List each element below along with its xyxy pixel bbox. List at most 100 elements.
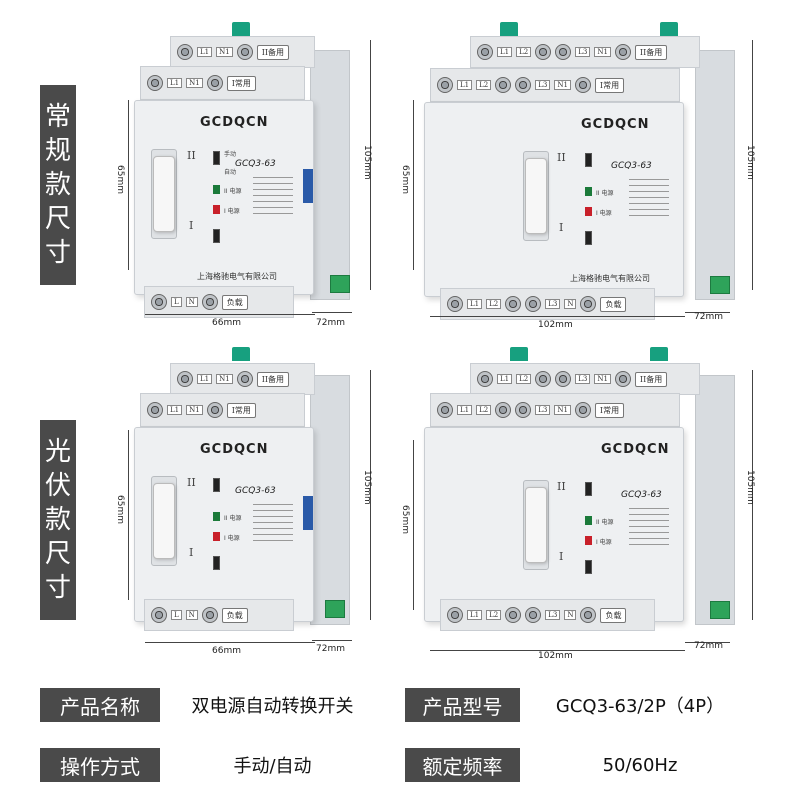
operation-mode-label: 操作方式 xyxy=(40,748,160,782)
source-one-indicator xyxy=(585,536,592,545)
screw-icon xyxy=(147,75,163,91)
common-label: I常用 xyxy=(226,402,256,418)
operating-handle[interactable] xyxy=(153,156,175,232)
terminal-tag: L1 xyxy=(457,80,473,90)
side-char: 光 xyxy=(44,437,71,467)
screw-icon xyxy=(495,402,512,418)
terminal-tag: L1 xyxy=(497,47,513,57)
load-terminal-strip: L N 负载 xyxy=(144,286,294,318)
product-name-label: 产品名称 xyxy=(40,688,160,722)
din-clip xyxy=(660,22,678,36)
screw-icon xyxy=(614,371,631,387)
brand-logo: GCDQCN xyxy=(200,115,269,130)
terminal-tag: L2 xyxy=(516,47,532,57)
depth-dimension: 72mm xyxy=(694,312,723,322)
source-one-indicator xyxy=(585,207,592,216)
terminal-tag: L2 xyxy=(516,374,532,384)
terminal-tag: L3 xyxy=(575,374,591,384)
operating-handle[interactable] xyxy=(153,483,175,559)
info-row-frequency: 额定频率 50/60Hz xyxy=(405,748,760,782)
load-label: 负载 xyxy=(221,294,248,310)
terminal-tag: L3 xyxy=(545,299,561,309)
common-terminal-strip: L1 N1 I常用 xyxy=(140,393,305,427)
terminal-tag: N xyxy=(564,610,577,620)
side-char: 尺 xyxy=(44,539,71,569)
source-one-text: I 电源 xyxy=(224,535,240,542)
din-clip xyxy=(232,347,250,361)
rating-tag xyxy=(303,169,313,203)
handle-height-dimension: 65mm xyxy=(115,165,125,194)
position-two-mark: II xyxy=(187,476,196,489)
dimension-line xyxy=(685,312,730,313)
dimension-line xyxy=(752,40,753,290)
terminal-tag: N1 xyxy=(554,405,571,415)
width-dimension: 66mm xyxy=(212,318,241,328)
load-label: 负载 xyxy=(600,296,627,312)
din-clip xyxy=(650,347,668,361)
dimension-line xyxy=(752,370,753,620)
handle-height-dimension: 65mm xyxy=(400,165,410,194)
company-name: 上海格驰电气有限公司 xyxy=(197,272,277,281)
terminal-tag: N1 xyxy=(186,405,203,415)
company-name: 上海格驰电气有限公司 xyxy=(570,274,650,283)
product-2p-solar: L1 N1 II备用 L1 N1 I常用 GCDQCN II I GCQ3-63… xyxy=(120,345,380,665)
side-depth xyxy=(310,50,350,300)
screw-icon xyxy=(555,371,572,387)
screw-icon xyxy=(206,402,223,418)
operating-handle[interactable] xyxy=(525,487,547,563)
screw-icon xyxy=(515,77,532,93)
rated-frequency-label: 额定频率 xyxy=(405,748,520,782)
screw-icon xyxy=(236,371,253,387)
screw-icon xyxy=(206,75,223,91)
side-depth xyxy=(310,375,350,625)
spec-lines xyxy=(253,177,293,219)
manual-indicator xyxy=(213,478,220,492)
source-one-text: I 电源 xyxy=(596,210,612,217)
source-one-text: I 电源 xyxy=(596,539,612,546)
brand-logo: GCDQCN xyxy=(200,442,269,457)
dimension-line xyxy=(430,650,685,651)
switch-body: GCDQCN II I GCQ3-63 II 电源 I 电源 手动 自动 上海格… xyxy=(134,100,314,295)
manual-indicator xyxy=(213,151,220,165)
terminal-tag: L1 xyxy=(197,374,213,384)
common-terminal-strip: L1 L2 L3 N1 I常用 xyxy=(430,68,680,102)
screw-icon xyxy=(201,294,218,310)
aux-terminal-block xyxy=(325,600,345,618)
din-clip xyxy=(500,22,518,36)
terminal-tag: L1 xyxy=(467,299,483,309)
source-two-indicator xyxy=(585,187,592,196)
product-name-value: 双电源自动转换开关 xyxy=(191,696,354,717)
screw-icon xyxy=(151,607,167,623)
side-char: 常 xyxy=(44,102,71,132)
switch-body: GCDQCN II I GCQ3-63 II 电源 I 电源 上海格驰电气有限公… xyxy=(424,102,684,297)
screw-icon xyxy=(177,44,193,60)
screw-icon xyxy=(147,402,163,418)
source-two-indicator xyxy=(585,516,592,525)
screw-icon xyxy=(495,77,512,93)
screw-icon xyxy=(477,44,493,60)
backup-label: II备用 xyxy=(634,371,668,387)
terminal-tag: N1 xyxy=(594,374,611,384)
auto-indicator xyxy=(585,560,592,574)
aux-terminal-block xyxy=(710,601,730,619)
switch-body: GCDQCN II I GCQ3-63 II 电源 I 电源 上海格驰电气有限公… xyxy=(424,427,684,622)
position-one-mark: I xyxy=(189,219,194,232)
auto-indicator xyxy=(213,229,220,243)
terminal-tag: L2 xyxy=(476,80,492,90)
terminal-tag: N1 xyxy=(594,47,611,57)
source-one-indicator xyxy=(213,205,220,214)
rating-tag xyxy=(303,496,313,530)
position-one-mark: I xyxy=(559,221,564,234)
aux-terminal-block xyxy=(710,276,730,294)
dimension-line xyxy=(685,642,730,643)
screw-icon xyxy=(580,607,597,623)
screw-icon xyxy=(447,296,463,312)
screw-icon xyxy=(437,402,453,418)
dimension-line xyxy=(370,370,371,620)
position-one-mark: I xyxy=(559,550,564,563)
screw-icon xyxy=(236,44,253,60)
operating-handle[interactable] xyxy=(525,158,547,234)
side-char: 寸 xyxy=(44,238,71,268)
rated-frequency-value: 50/60Hz xyxy=(602,754,678,776)
screw-icon xyxy=(580,296,597,312)
